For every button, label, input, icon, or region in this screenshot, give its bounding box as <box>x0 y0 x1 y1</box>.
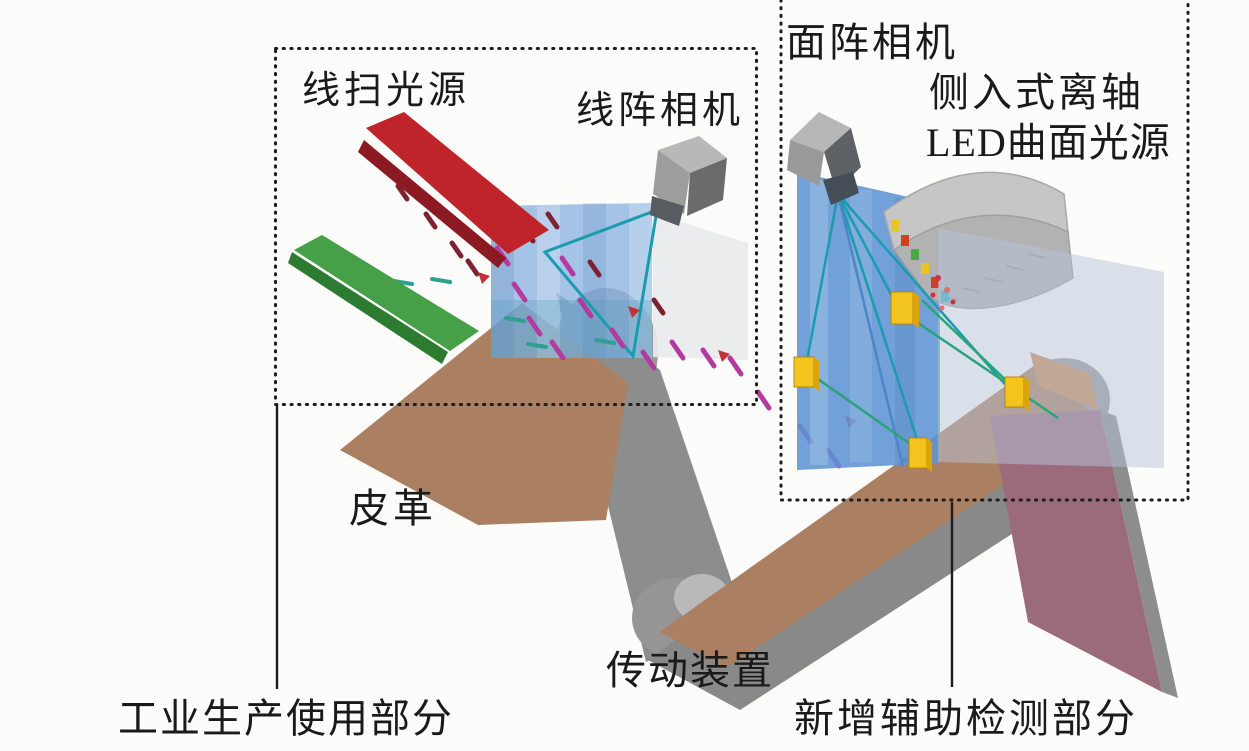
label-led-light-line2: LED曲面光源 <box>926 120 1171 165</box>
label-conveyor: 传动装置 <box>606 648 774 693</box>
leather-left-sheet <box>340 303 628 525</box>
leather-mauve-sheet <box>990 410 1162 692</box>
line-scan-light-bar <box>358 112 549 268</box>
leather-mauve-gray-edge <box>1100 410 1178 698</box>
line-camera-beam <box>542 207 659 360</box>
red-bar-body <box>366 112 549 254</box>
right-inspection-setup <box>787 112 1164 472</box>
annotation-layer <box>274 0 1190 689</box>
right-section-dotted-box <box>779 0 1190 502</box>
left-panel-side-white <box>653 213 748 360</box>
area-camera-beams <box>804 193 1059 468</box>
line-camera-front-face <box>687 158 727 216</box>
label-leather: 皮革 <box>349 486 437 531</box>
label-line-scan-light: 线扫光源 <box>302 70 471 112</box>
line-camera-top-face <box>658 136 727 173</box>
line-array-camera <box>650 136 727 226</box>
green-bar-body <box>294 235 479 351</box>
left-section-dotted-box <box>274 47 758 406</box>
line-camera-lens <box>650 196 684 226</box>
yellow-marker <box>908 437 932 472</box>
right-panel-extension <box>938 228 1164 468</box>
defect-cluster-red <box>930 275 956 311</box>
red-bar-underside <box>358 140 506 268</box>
area-camera-top-face <box>790 112 851 152</box>
green-light-bar <box>288 235 479 364</box>
yellow-marker <box>890 291 919 328</box>
yellow-marker <box>1004 376 1029 411</box>
label-area-array-camera: 面阵相机 <box>786 20 958 65</box>
left-inspection-setup <box>288 112 857 469</box>
area-camera-lens <box>823 172 859 205</box>
area-camera-left-face <box>787 140 824 186</box>
label-right-section: 新增辅助检测部分 <box>794 696 1138 741</box>
label-left-section: 工业生产使用部分 <box>118 696 454 741</box>
label-led-light-line1: 侧入式离轴 <box>929 70 1144 115</box>
yellow-marker <box>793 356 819 391</box>
area-array-camera <box>787 112 861 205</box>
yellow-markers <box>793 291 1029 472</box>
label-line-array-camera: 线阵相机 <box>576 90 745 132</box>
green-bar-underside <box>288 252 448 364</box>
line-camera-left-face <box>653 150 690 214</box>
